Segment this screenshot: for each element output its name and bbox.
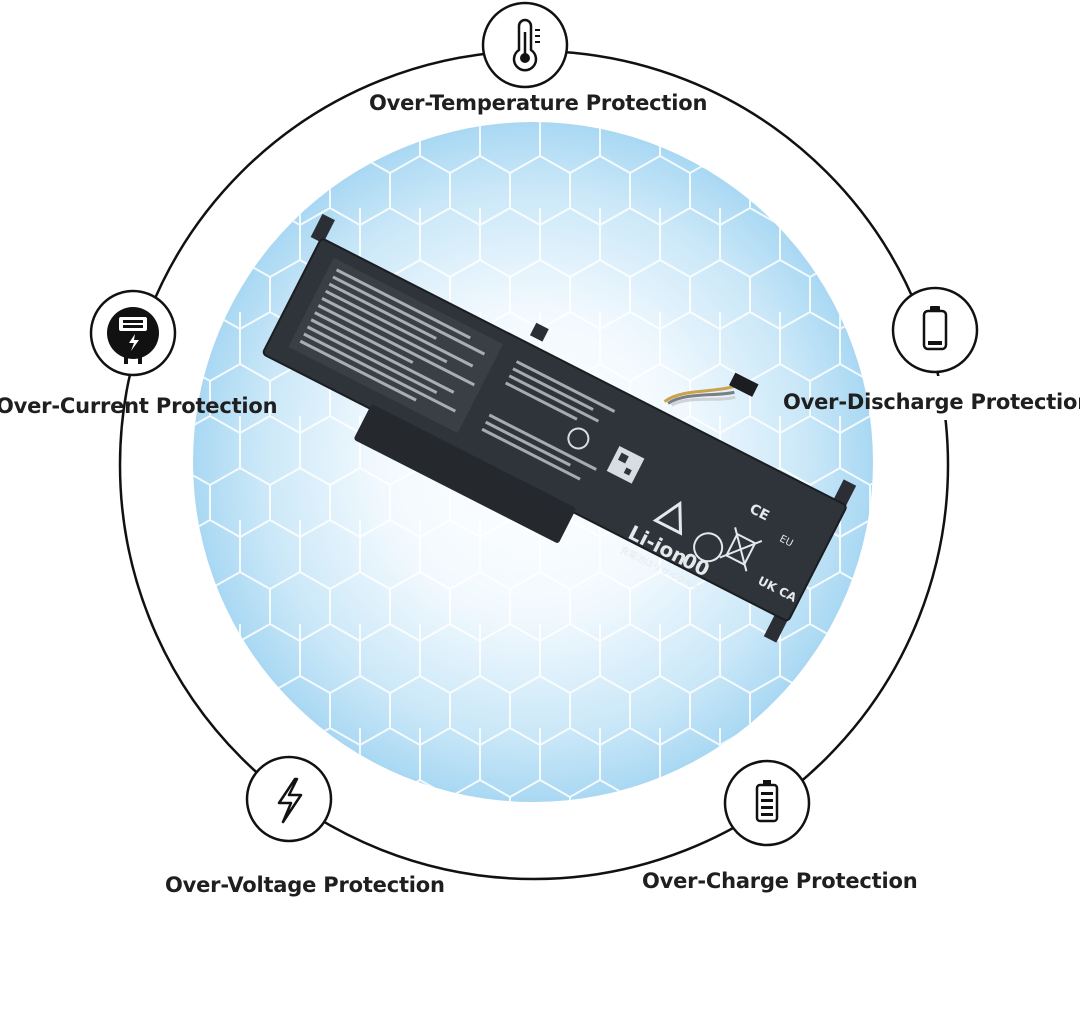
meter-plug-icon bbox=[89, 289, 177, 377]
over-voltage-label: Over-Voltage Protection bbox=[165, 873, 445, 897]
lightning-bolt-icon bbox=[245, 755, 333, 843]
battery-low-icon bbox=[891, 286, 979, 374]
laptop-battery-image: Li-ion 00 充電池はリサイクルへ CE EU UK CA bbox=[262, 213, 857, 643]
over-current-label: Over-Current Protection bbox=[0, 394, 278, 418]
battery-full-icon bbox=[723, 759, 811, 847]
thermometer-icon bbox=[481, 1, 569, 89]
over-charge-label: Over-Charge Protection bbox=[642, 869, 918, 893]
over-discharge-label: Over-Discharge Protection bbox=[783, 390, 1080, 414]
over-temperature-label: Over-Temperature Protection bbox=[369, 91, 708, 115]
